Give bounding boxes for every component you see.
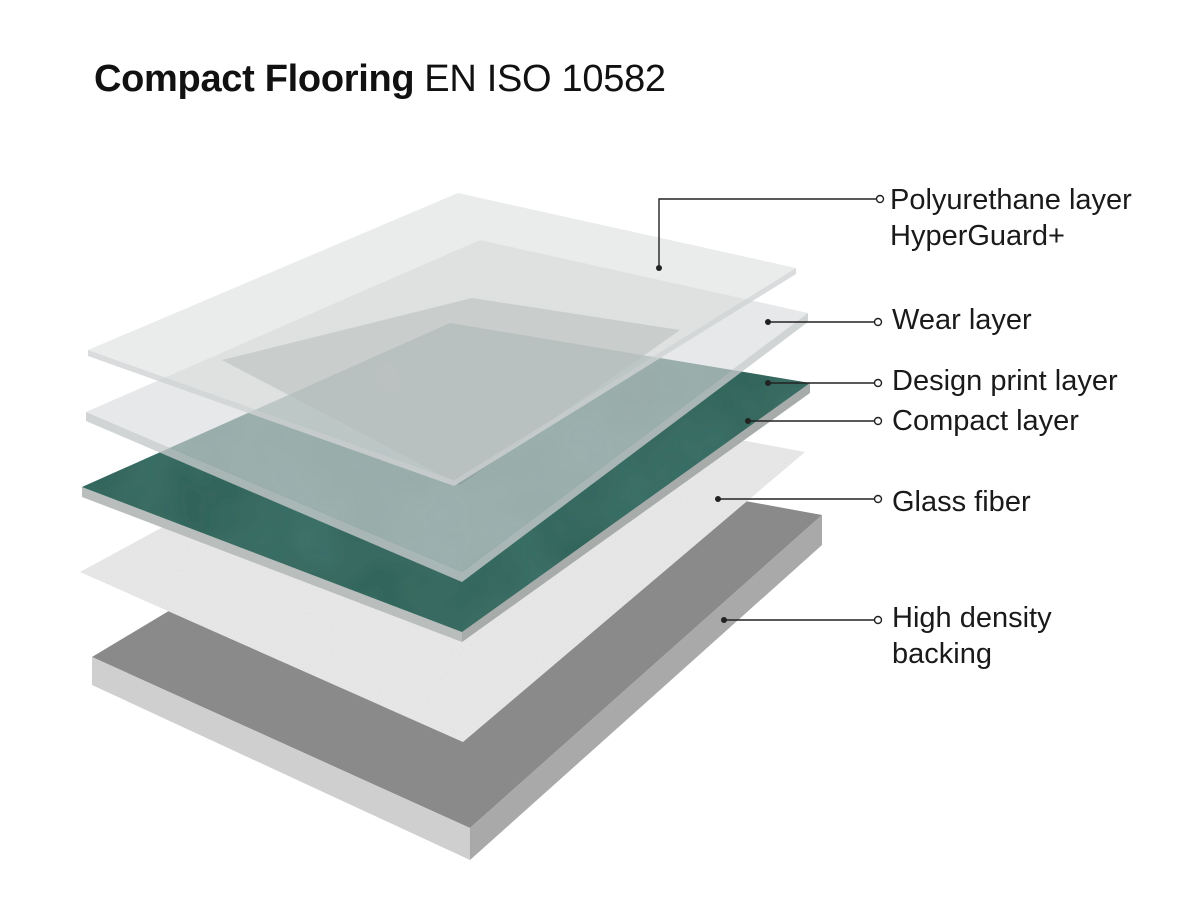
label-backing: High density backing — [892, 600, 1052, 672]
label-polyurethane-line1: Polyurethane layer — [890, 184, 1132, 216]
polyurethane-layer — [88, 193, 796, 486]
backing-left-face — [92, 657, 470, 860]
title-product-name: Compact Flooring — [94, 58, 415, 100]
label-compact: Compact layer — [892, 403, 1079, 439]
label-design-print: Design print layer — [892, 363, 1118, 399]
leader-backing-dot — [721, 617, 727, 623]
label-design-print-line1: Design print layer — [892, 365, 1118, 397]
leader-design-print-dot — [765, 380, 771, 386]
leader-wear-end — [873, 317, 883, 327]
leader-polyurethane-end — [875, 194, 885, 204]
leader-wear-dot — [765, 319, 771, 325]
label-backing-line2: backing — [892, 638, 992, 670]
leader-design-print-end — [873, 378, 883, 388]
leader-polyurethane — [658, 198, 876, 268]
label-glass-fiber-line1: Glass fiber — [892, 486, 1031, 518]
leader-glass-fiber-end — [873, 494, 883, 504]
label-compact-line1: Compact layer — [892, 405, 1079, 437]
label-wear-line1: Wear layer — [892, 304, 1032, 336]
leader-lines — [656, 194, 885, 625]
leader-compact-dot — [745, 418, 751, 424]
label-glass-fiber: Glass fiber — [892, 484, 1031, 520]
label-wear: Wear layer — [892, 302, 1032, 338]
label-backing-line1: High density — [892, 602, 1052, 634]
title-standard: EN ISO 10582 — [424, 58, 666, 100]
polyurethane-sheet — [88, 193, 796, 480]
compact-layer-edge-right — [462, 383, 810, 642]
leader-polyurethane-dot — [656, 265, 662, 271]
label-polyurethane: Polyurethane layer HyperGuard+ — [890, 182, 1132, 254]
leader-compact-end — [873, 416, 883, 426]
compact-layer-edge-left — [82, 487, 462, 642]
leader-backing-end — [873, 615, 883, 625]
label-polyurethane-line2: HyperGuard+ — [890, 220, 1065, 252]
leader-glass-fiber-dot — [715, 496, 721, 502]
backing-right-face — [470, 515, 822, 860]
